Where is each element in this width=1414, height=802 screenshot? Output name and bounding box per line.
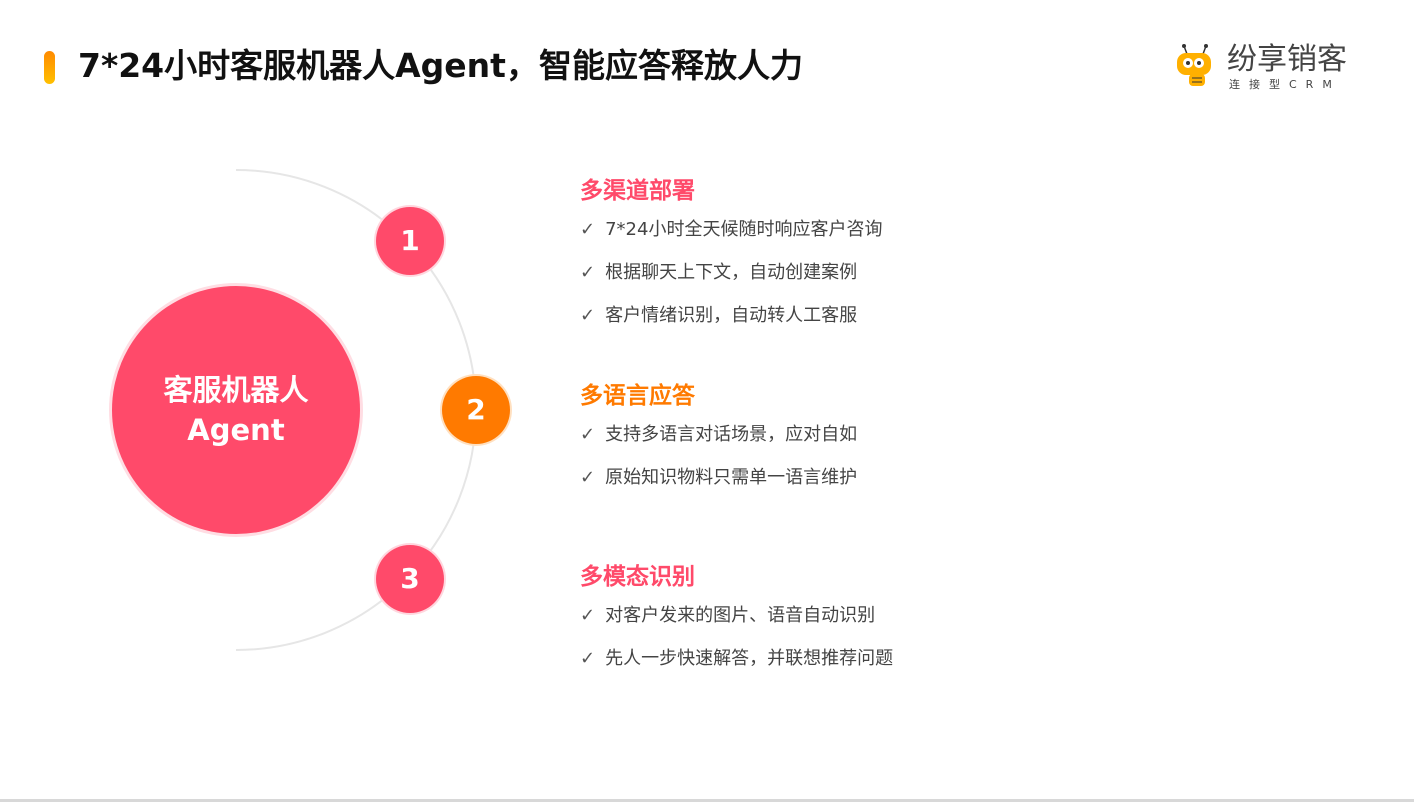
item-text: 根据聊天上下文，自动创建案例: [605, 262, 858, 283]
check-icon: ✓: [580, 424, 596, 445]
center-label-line1: 客服机器人: [163, 373, 309, 407]
check-icon: ✓: [580, 467, 596, 488]
section-multilanguage: 多语言应答 ✓ 支持多语言对话场景，应对自如 ✓ 原始知识物料只需单一语言维护: [580, 382, 857, 510]
check-icon: ✓: [580, 219, 596, 240]
section-heading: 多渠道部署: [580, 178, 695, 204]
center-label: 客服机器人 Agent: [111, 370, 361, 450]
check-icon: ✓: [580, 605, 596, 626]
step-2-badge: 2: [442, 376, 510, 444]
item-text: 原始知识物料只需单一语言维护: [605, 467, 858, 488]
item-text: 支持多语言对话场景，应对自如: [605, 424, 858, 445]
check-icon: ✓: [580, 305, 596, 326]
item-text: 客户情绪识别，自动转人工客服: [605, 305, 858, 326]
logo: 纷享销客 连接型CRM: [1175, 44, 1375, 94]
section-heading: 多模态识别: [580, 564, 695, 590]
list-item: ✓ 支持多语言对话场景，应对自如: [580, 424, 857, 467]
section-multichannel: 多渠道部署 ✓ 7*24小时全天候随时响应客户咨询 ✓ 根据聊天上下文，自动创建案例…: [580, 177, 882, 348]
logo-name: 纷享销客: [1227, 42, 1347, 77]
center-circle: [112, 286, 360, 534]
list-item: ✓ 客户情绪识别，自动转人工客服: [580, 305, 882, 348]
section-multimodal: 多模态识别 ✓ 对客户发来的图片、语音自动识别 ✓ 先人一步快速解答，并联想推荐问题: [580, 563, 893, 691]
step-3-badge: 3: [376, 545, 444, 613]
list-item: ✓ 根据聊天上下文，自动创建案例: [580, 262, 882, 305]
list-item: ✓ 对客户发来的图片、语音自动识别: [580, 605, 893, 648]
page-title: 7*24小时客服机器人Agent，智能应答释放人力: [78, 46, 803, 85]
title-accent-bar: [44, 51, 55, 84]
section-heading: 多语言应答: [580, 383, 695, 409]
logo-subtitle: 连接型CRM: [1229, 78, 1341, 91]
item-text: 先人一步快速解答，并联想推荐问题: [605, 648, 894, 669]
step-1-badge: 1: [376, 207, 444, 275]
check-icon: ✓: [580, 648, 596, 669]
list-item: ✓ 先人一步快速解答，并联想推荐问题: [580, 648, 893, 691]
item-text: 7*24小时全天候随时响应客户咨询: [605, 219, 883, 240]
bee-mascot-icon: [1177, 44, 1211, 86]
center-label-line2: Agent: [187, 413, 285, 447]
check-icon: ✓: [580, 262, 596, 283]
list-item: ✓ 7*24小时全天候随时响应客户咨询: [580, 219, 882, 262]
item-text: 对客户发来的图片、语音自动识别: [605, 605, 876, 626]
list-item: ✓ 原始知识物料只需单一语言维护: [580, 467, 857, 510]
